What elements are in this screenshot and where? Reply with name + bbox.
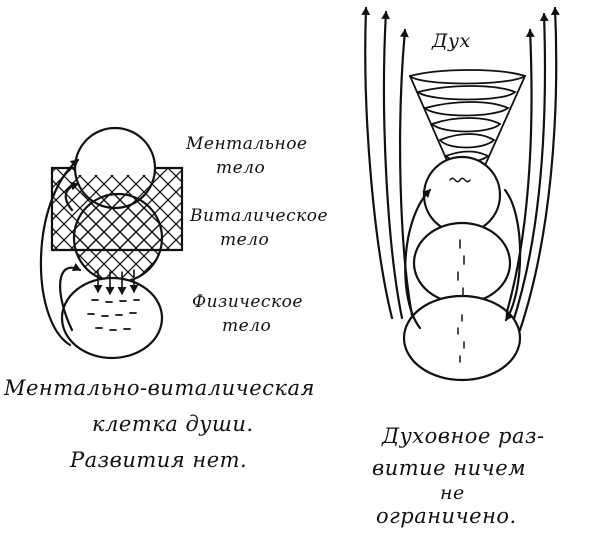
vital-to-physical-arrows bbox=[93, 269, 139, 295]
right-mental-circle bbox=[422, 155, 502, 235]
physical-body-marks bbox=[87, 299, 140, 331]
left-caption-line2: клетка души. bbox=[92, 412, 254, 436]
left-caption-line3: Развития нет. bbox=[70, 448, 248, 472]
physical-body-circle bbox=[60, 276, 164, 360]
right-physical-circle bbox=[402, 294, 522, 382]
right-loop-right bbox=[503, 188, 522, 322]
right-body-marks bbox=[449, 177, 471, 363]
loop-arrow-upper bbox=[64, 181, 80, 212]
right-loop-left bbox=[404, 188, 432, 330]
right-caption-line3: не bbox=[440, 482, 465, 504]
spirit-spiral bbox=[409, 69, 526, 173]
spirit-label: Дух bbox=[432, 30, 471, 52]
right-caption-line2: витие ничем bbox=[372, 456, 527, 480]
right-diagram bbox=[361, 6, 560, 382]
right-caption-line4: ограничено. bbox=[376, 504, 517, 528]
loop-arrow-inner bbox=[59, 262, 82, 332]
vital-body-circle bbox=[72, 192, 164, 284]
right-vital-circle bbox=[412, 221, 512, 305]
loop-arrow-outer bbox=[39, 158, 80, 347]
upward-arrows bbox=[361, 6, 560, 332]
left-caption-line1: Ментально-виталическая bbox=[4, 376, 315, 400]
left-diagram bbox=[39, 126, 184, 360]
right-caption-line1: Духовное раз- bbox=[382, 424, 545, 448]
